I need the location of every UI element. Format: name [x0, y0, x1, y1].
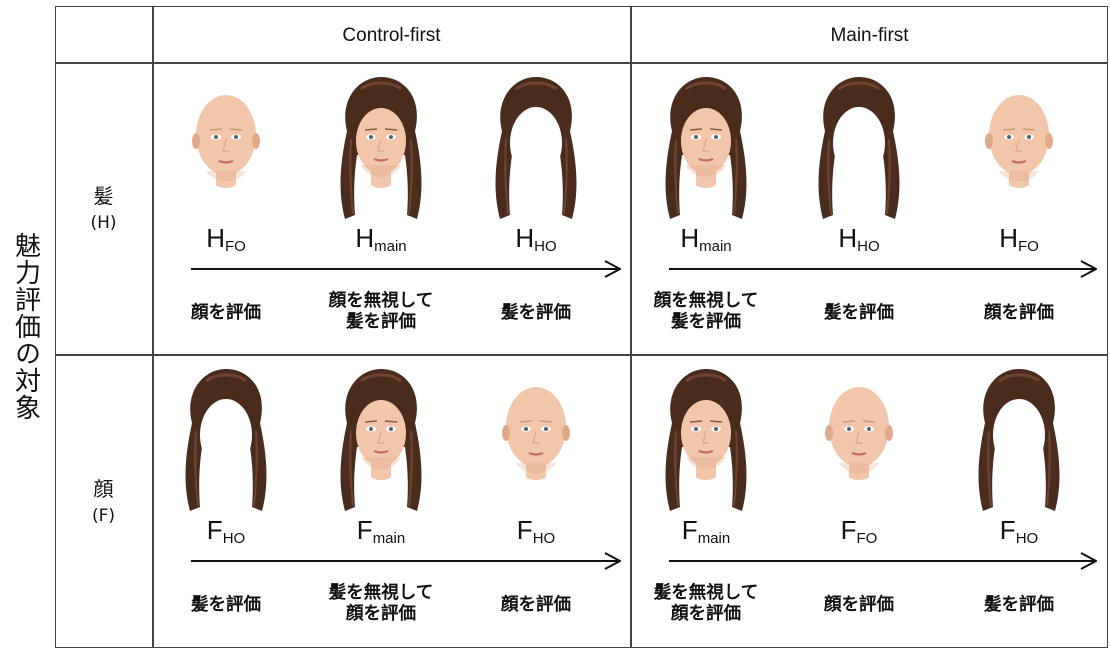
stimulus-label: Fmain: [356, 515, 406, 547]
hair-only-image: [959, 361, 1079, 515]
face-only-image: [166, 69, 286, 223]
hair-only-image: [476, 69, 596, 223]
task-caption: 髪を評価: [501, 303, 571, 323]
task-caption: 髪を評価: [191, 595, 261, 615]
stimulus-label: Hmain: [680, 223, 732, 255]
task-caption: 髪を評価: [824, 303, 894, 323]
row-header-hair-code: (H): [90, 212, 117, 233]
stimulus-label: FHO: [516, 515, 556, 547]
stimulus-label: FFO: [840, 515, 878, 547]
task-caption: 顔を評価: [501, 595, 571, 615]
stimulus-label: Hmain: [355, 223, 407, 255]
grid-line-rowhead: [152, 6, 154, 648]
face-with-hair-image: [646, 69, 766, 223]
face-only-image: [799, 361, 919, 515]
face-with-hair-image: [321, 361, 441, 515]
task-caption: 顔を無視して髪を評価: [328, 291, 434, 332]
row-header-face: 顔 (F): [55, 355, 152, 648]
column-header-control-first: Control-first: [342, 24, 441, 46]
face-with-hair-image: [646, 361, 766, 515]
task-caption: 髪を無視して顔を評価: [328, 583, 434, 624]
task-caption: 顔を評価: [824, 595, 894, 615]
grid-line-row-divider: [55, 354, 1108, 356]
row-header-face-name: 顔: [93, 476, 114, 501]
task-caption: 顔を無視して髪を評価: [653, 291, 759, 332]
sequence-arrow: [669, 260, 1097, 278]
face-with-hair-image: [321, 69, 441, 223]
stimulus-label: FHO: [999, 515, 1039, 547]
stimulus-label: HHO: [838, 223, 880, 255]
sequence-arrow: [669, 552, 1097, 570]
hair-only-image: [166, 361, 286, 515]
row-header-hair: 髪 (H): [55, 63, 152, 354]
stimulus-label: HFO: [206, 223, 246, 255]
stimulus-label: HHO: [515, 223, 557, 255]
hair-only-image: [799, 69, 919, 223]
grid-line-header: [55, 62, 1108, 64]
task-caption: 顔を評価: [191, 303, 261, 323]
y-axis-label: 魅力評価の対象: [10, 231, 41, 421]
face-only-image: [959, 69, 1079, 223]
grid-line-col-divider: [630, 6, 632, 648]
row-header-face-code: (F): [91, 505, 116, 526]
stimulus-label: Fmain: [681, 515, 731, 547]
sequence-arrow: [191, 552, 621, 570]
row-header-hair-name: 髪: [93, 183, 114, 208]
task-caption: 髪を無視して顔を評価: [653, 583, 759, 624]
column-header-main-first: Main-first: [830, 24, 909, 46]
table-grid: [55, 6, 1108, 648]
task-caption: 髪を評価: [984, 595, 1054, 615]
stimulus-label: HFO: [999, 223, 1039, 255]
stimulus-label: FHO: [206, 515, 246, 547]
sequence-arrow: [191, 260, 621, 278]
face-only-image: [476, 361, 596, 515]
task-caption: 顔を評価: [984, 303, 1054, 323]
